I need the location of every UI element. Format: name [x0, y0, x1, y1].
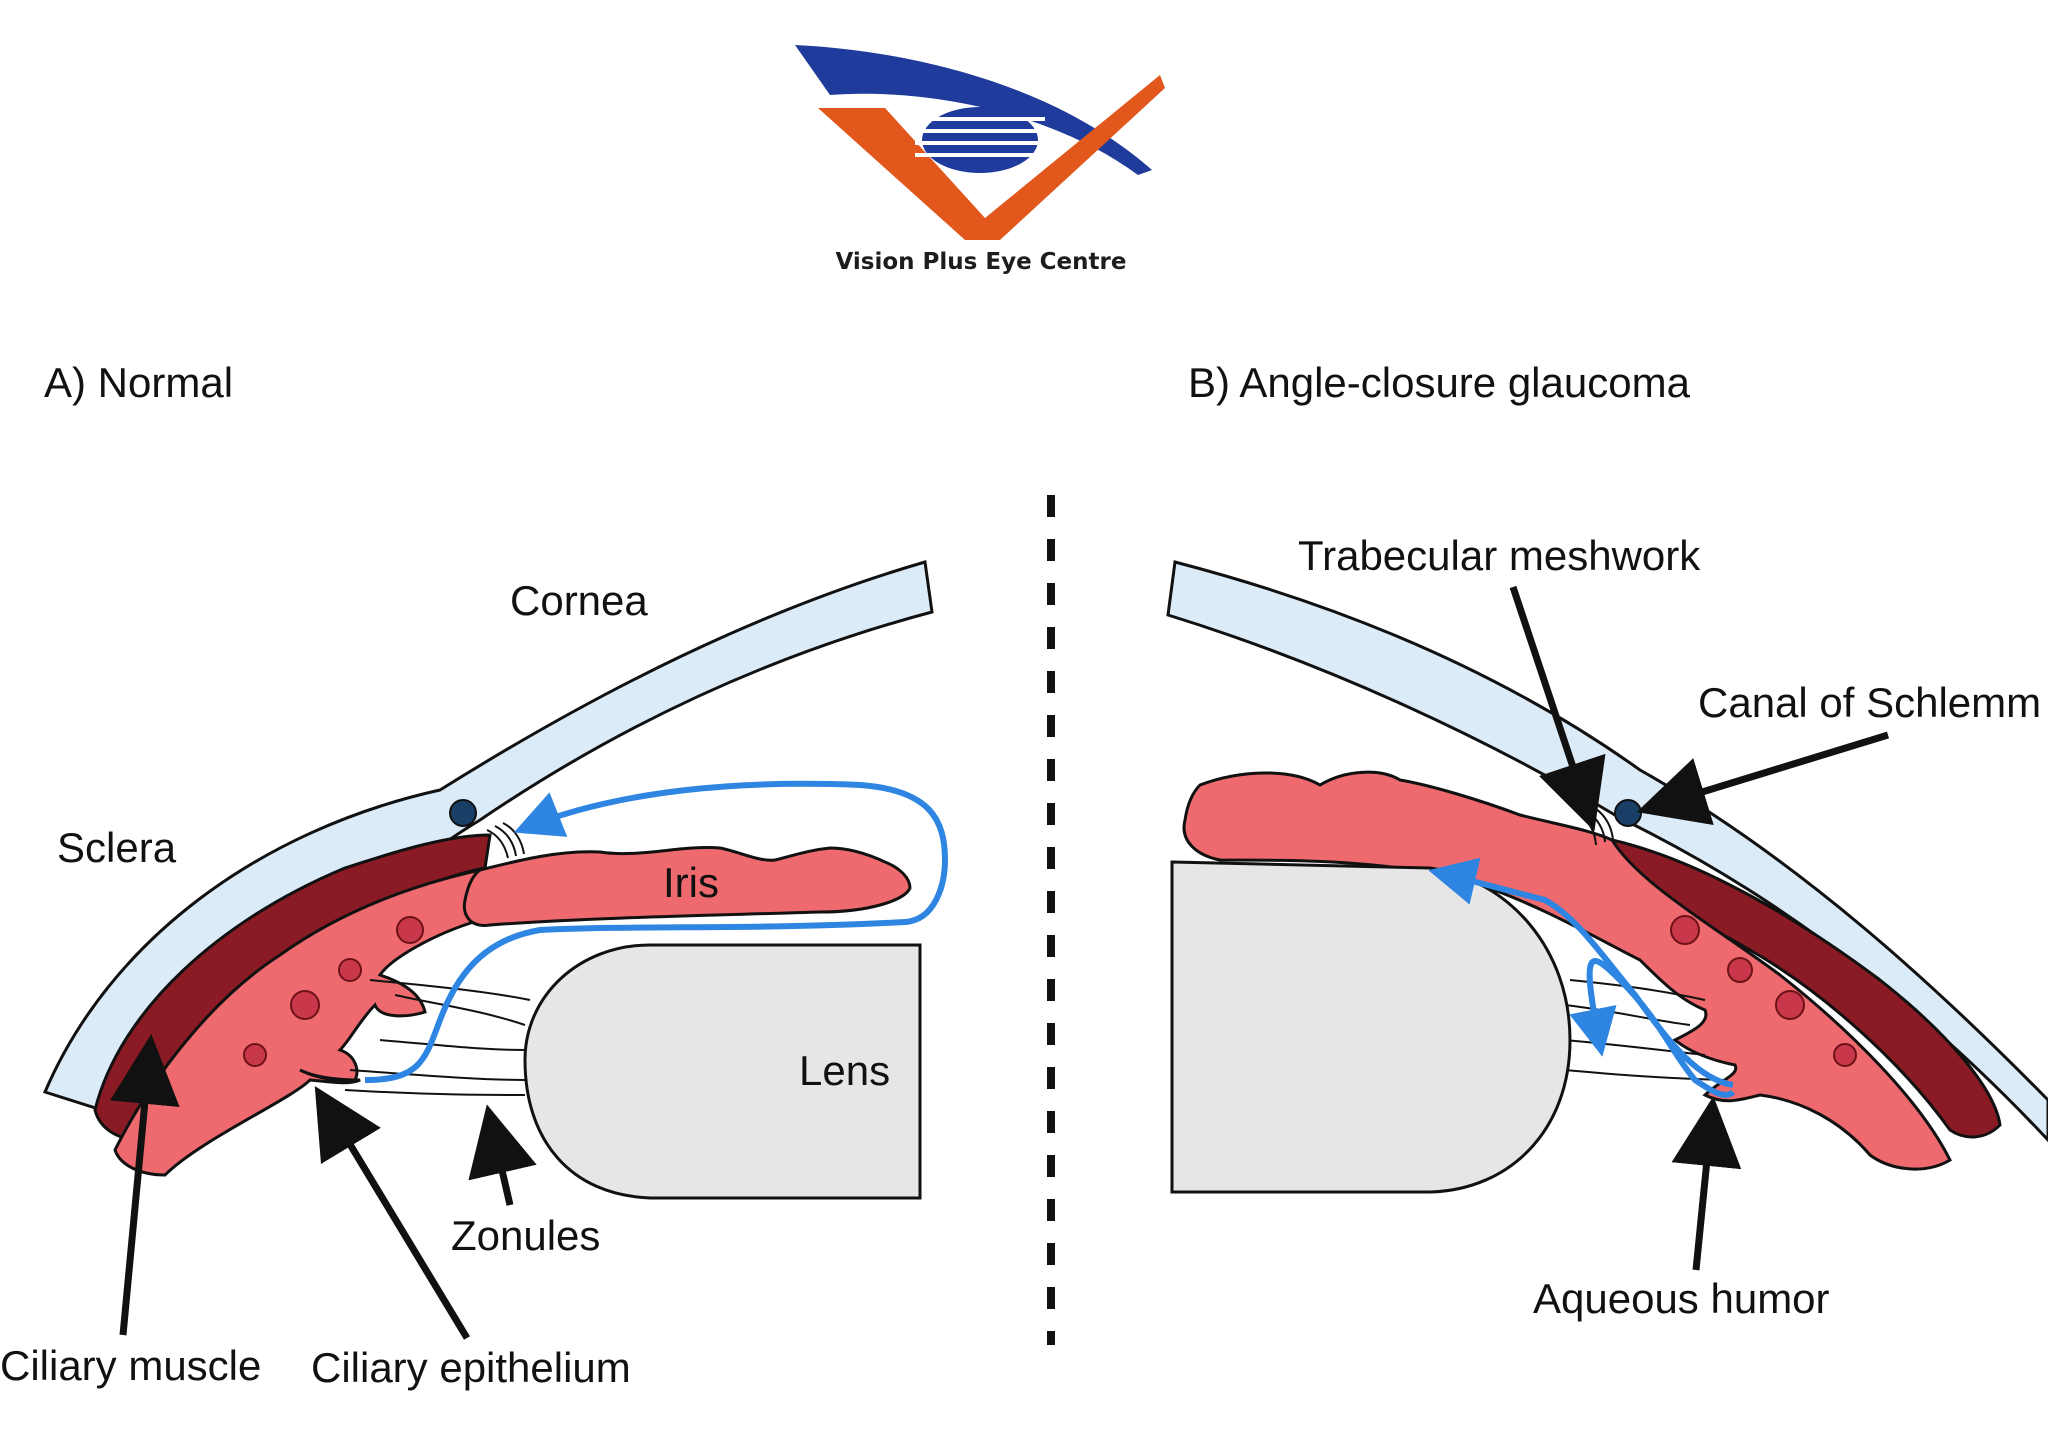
pointer-arrows-angle: [1509, 585, 1890, 1271]
lens-normal: [523, 943, 922, 1200]
aqueous-flow-angle-upper: [1428, 857, 1734, 1088]
aqueous-flow-angle-lower: [1569, 958, 1736, 1098]
iris-normal: [462, 846, 912, 927]
label-canal-of-schlemm: Canal of Schlemm: [1698, 679, 2041, 726]
logo: Vision Plus Eye Centre: [795, 45, 1165, 275]
logo-orange-check: [818, 75, 1165, 240]
lens-angle: [1170, 860, 1572, 1194]
panel-angle-closure: Trabecular meshwork Canal of Schlemm Aqu…: [1166, 532, 2048, 1322]
label-zonules: Zonules: [451, 1212, 600, 1259]
ciliary-vessels-normal: [243, 916, 424, 1067]
label-ciliary-epithelium: Ciliary epithelium: [311, 1344, 631, 1391]
logo-blue-swoosh: [795, 45, 1152, 175]
label-cornea: Cornea: [510, 577, 648, 624]
panel-title-normal: A) Normal: [44, 359, 233, 406]
logo-text: Vision Plus Eye Centre: [836, 249, 1127, 275]
label-ciliary-muscle: Ciliary muscle: [0, 1342, 261, 1389]
panel-normal: Cornea Sclera Iris Lens Zonules Ciliary …: [0, 560, 949, 1391]
ciliary-vessels-angle: [1670, 915, 1857, 1067]
ciliary-body-normal: [113, 866, 492, 1177]
panel-title-angle-closure: B) Angle-closure glaucoma: [1188, 359, 1691, 406]
canal-of-schlemm-normal: [449, 799, 477, 827]
label-trabecular-meshwork: Trabecular meshwork: [1298, 532, 1701, 579]
trabecular-meshwork-normal: [486, 822, 525, 859]
label-sclera: Sclera: [57, 824, 177, 871]
eye-icon: [915, 107, 1045, 173]
label-iris: Iris: [663, 859, 719, 906]
canal-of-schlemm-angle: [1614, 799, 1642, 827]
pointer-arrows-normal: [109, 1034, 537, 1340]
label-aqueous-humor: Aqueous humor: [1533, 1275, 1830, 1322]
label-lens: Lens: [799, 1047, 890, 1094]
aqueous-flow-normal: [364, 780, 949, 1083]
